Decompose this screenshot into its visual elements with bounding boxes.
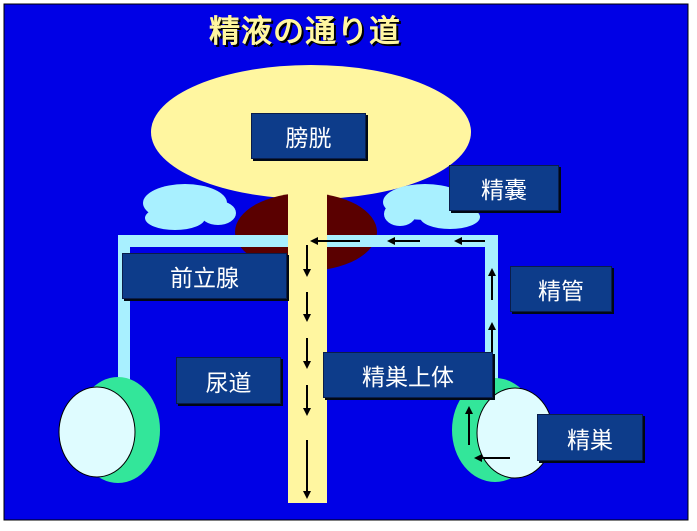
page-title: 精液の通り道	[209, 14, 401, 50]
label-epididymis: 精巣上体	[323, 352, 493, 398]
label-urethra: 尿道	[176, 357, 281, 404]
label-testis: 精巣	[537, 414, 643, 461]
label-seminal-vesicle: 精嚢	[449, 165, 559, 211]
label-vas-deferens: 精管	[510, 266, 612, 312]
label-prostate: 前立腺	[122, 253, 287, 299]
label-bladder: 膀胱	[251, 113, 366, 159]
testis-left-shape	[58, 386, 136, 478]
seminal-vesicle-right-shape	[383, 184, 480, 229]
seminal-vesicle-left-shape	[143, 184, 236, 230]
